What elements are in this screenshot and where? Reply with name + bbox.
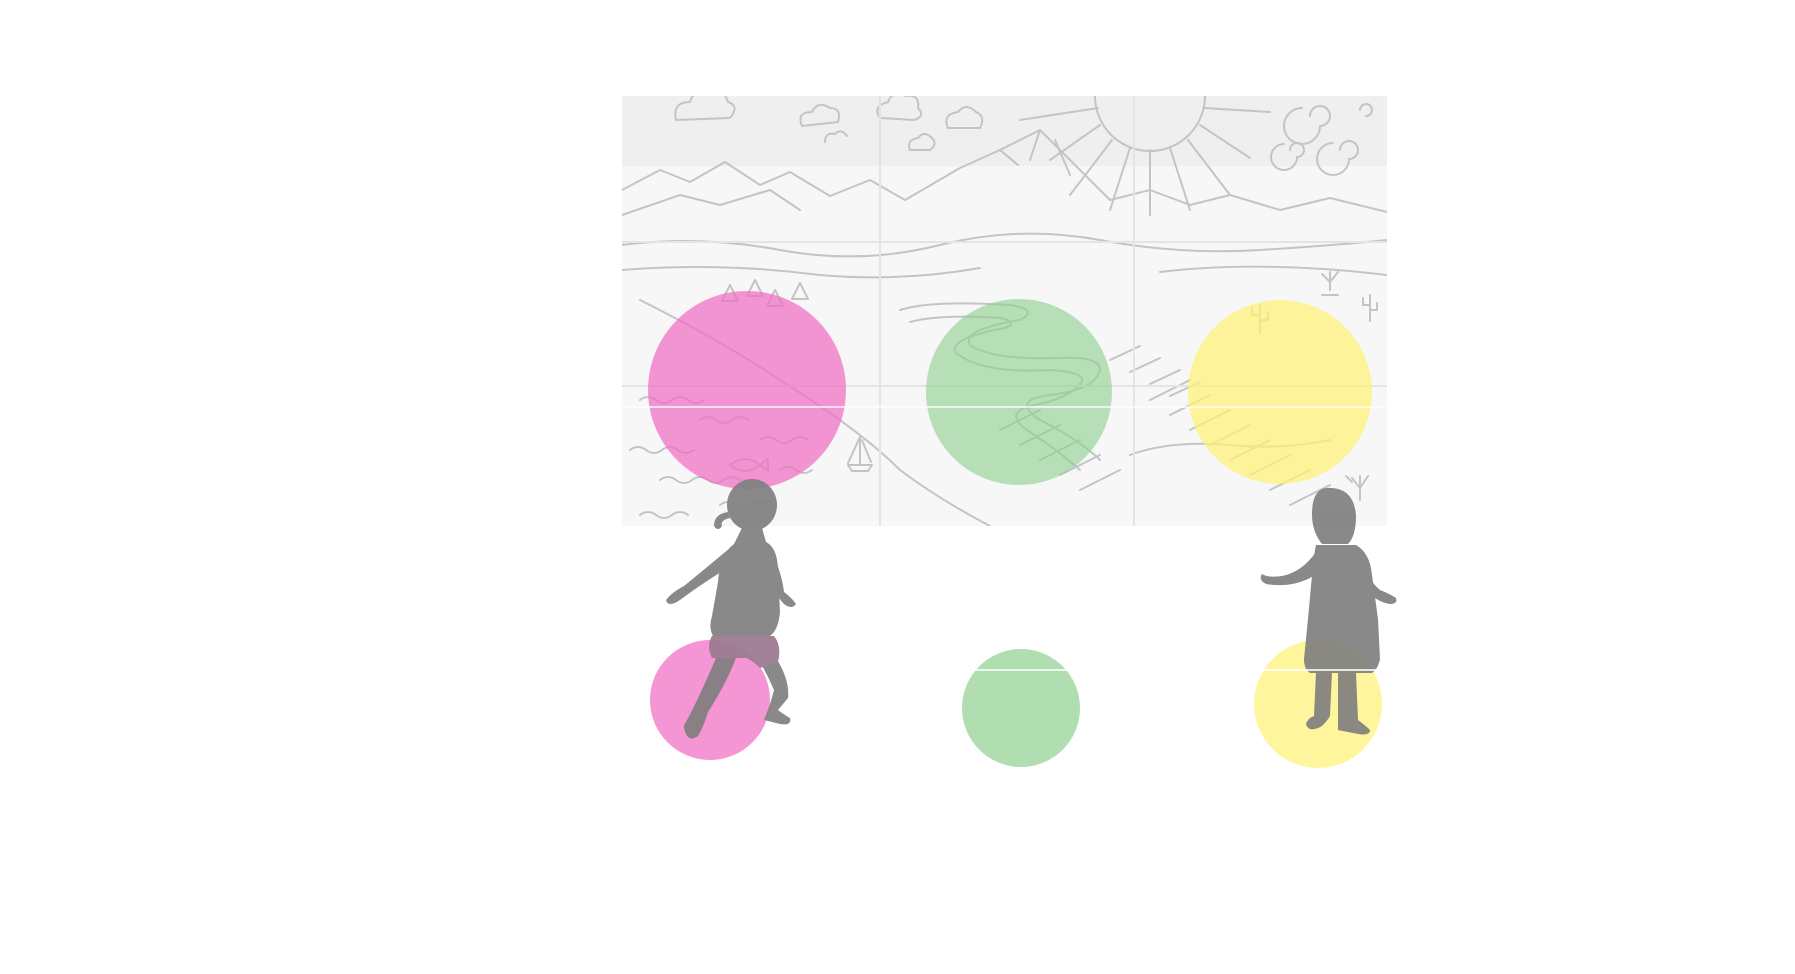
child-standing-silhouette: [1260, 487, 1397, 735]
child-running-silhouette: [666, 479, 796, 739]
river-floor-pad[interactable]: [962, 649, 1080, 767]
swirl-icon: [1359, 103, 1373, 117]
sailboat-icon: [847, 436, 873, 472]
sky-shading: [622, 96, 1387, 166]
cloud-icon: [799, 103, 840, 127]
child-leg: [1306, 672, 1332, 730]
cactus-icon: [1362, 294, 1378, 322]
sun-rays: [1019, 107, 1271, 216]
sea-floor-pad-overlap: [709, 636, 780, 668]
sea-zone-circle: [648, 291, 846, 489]
child-arm: [768, 552, 796, 607]
cloud-icon: [824, 130, 848, 143]
field-hatching: [1109, 345, 1201, 397]
child-leg: [760, 658, 791, 725]
child-ponytail: [714, 512, 730, 529]
child-head: [727, 479, 777, 531]
cloud-icon: [945, 106, 984, 129]
hill-line: [622, 265, 981, 279]
child-leg: [684, 658, 736, 739]
swirl-icon: [1316, 140, 1359, 176]
mountain-range: [622, 129, 1387, 213]
child-leg: [1338, 672, 1370, 735]
child-torso: [710, 528, 780, 638]
child-head: [1312, 487, 1356, 544]
shrub-icon: [1321, 271, 1339, 296]
shrub-icon: [1345, 475, 1369, 501]
child-arm: [666, 548, 734, 604]
swirl-icon: [1283, 105, 1331, 145]
cloud-icon: [908, 133, 936, 151]
hill-line: [622, 232, 1387, 258]
cloud-icon: [876, 96, 923, 121]
swirl-icon: [1270, 142, 1305, 171]
child-shorts: [709, 636, 780, 668]
cloud-icon: [674, 96, 736, 121]
mountain-range: [622, 189, 801, 216]
mountain-peak: [999, 129, 1071, 176]
child-arm: [1260, 552, 1324, 586]
hill-line: [1159, 265, 1387, 276]
wall-projection-circles: [622, 291, 1387, 489]
river-zone-circle: [926, 299, 1112, 485]
child-arm: [1354, 556, 1397, 604]
desert-zone-circle: [1188, 300, 1372, 484]
